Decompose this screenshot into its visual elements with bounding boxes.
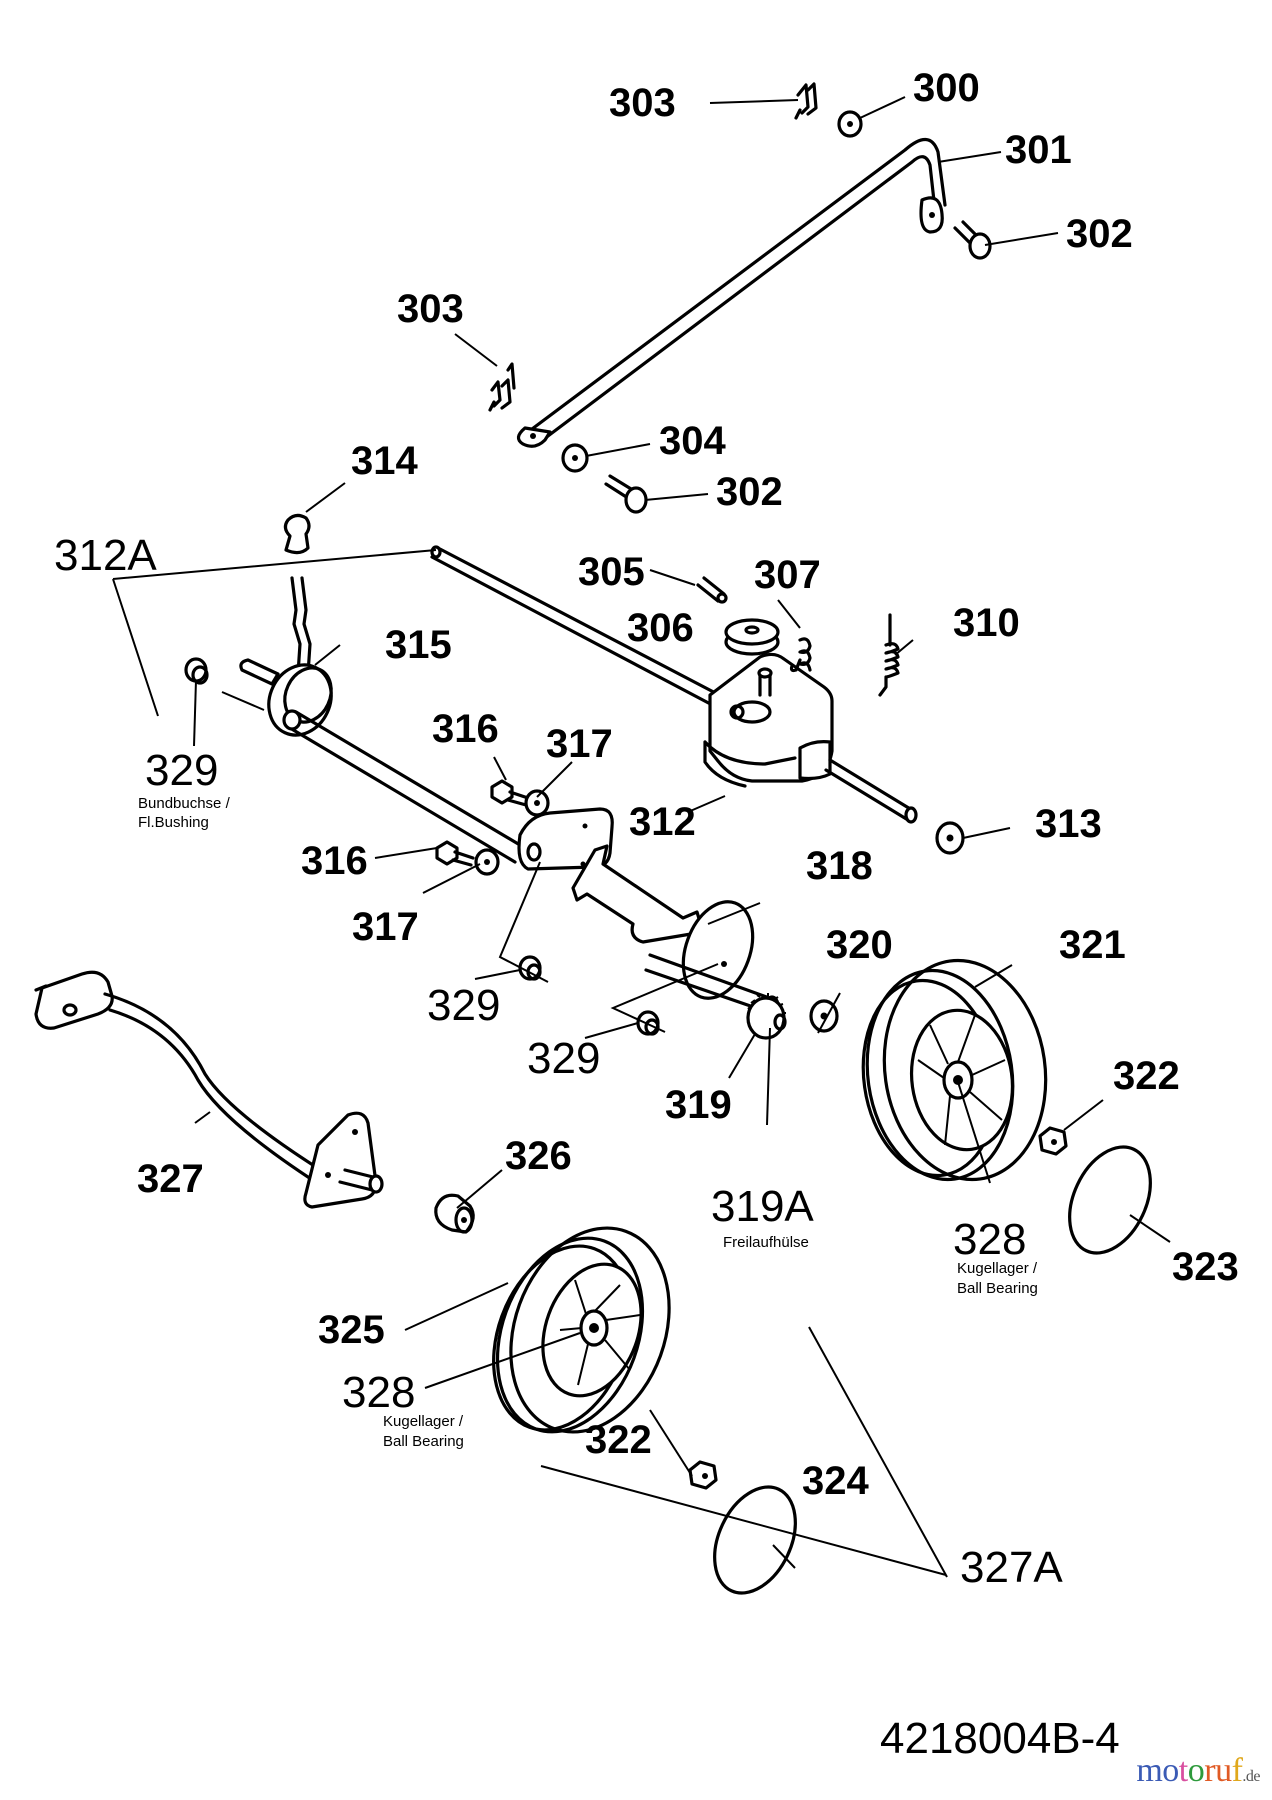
callout-328: 328 [953,1215,1026,1264]
spring-310 [878,613,900,697]
note-bearing-en-right: Ball Bearing [957,1280,1038,1297]
knob-314 [283,513,311,555]
callout-322: 322 [1113,1054,1180,1098]
callout-302: 302 [716,470,783,514]
watermark-letter: r [1204,1752,1216,1789]
callout-316: 316 [301,839,368,883]
bolt-316-lower [435,840,475,867]
bushing-329-lower [636,1010,660,1036]
callout-327: 327 [137,1157,204,1201]
callout-318: 318 [806,844,873,888]
callout-323: 323 [1172,1245,1239,1289]
watermark-letter: u [1215,1752,1232,1789]
main-axle [282,709,527,864]
washer-300 [837,110,863,138]
callout-326: 326 [505,1134,572,1178]
callout-324: 324 [802,1459,869,1503]
pulley-306 [724,618,780,656]
callout-319: 319 [665,1083,732,1127]
wheel-321 [861,958,1048,1182]
callout-319A: 319A [711,1182,814,1231]
nut-322-right [1038,1126,1068,1156]
watermark-letter: m [1136,1752,1163,1789]
hubcap-323 [1068,1145,1152,1255]
callout-304: 304 [659,419,726,463]
callout-315: 315 [385,623,452,667]
clip-303-lower [488,362,516,412]
note-freewheel: Freilaufhülse [723,1234,809,1251]
key-305 [696,576,728,604]
motoruf-watermark[interactable]: motoruf.de [1136,1752,1260,1790]
callout-329: 329 [427,981,500,1030]
callout-321: 321 [1059,923,1126,967]
axle-housing-318 [571,844,780,1017]
gear-319 [746,993,787,1040]
washer-317-upper [524,789,550,817]
washer-313 [935,821,965,855]
callout-301: 301 [1005,128,1072,172]
callout-312: 312 [629,800,696,844]
callout-307: 307 [754,553,821,597]
callout-312A: 312A [54,531,157,580]
spring-307 [789,637,812,673]
gearbox-312 [703,652,834,788]
callout-306: 306 [627,606,694,650]
callout-320: 320 [826,923,893,967]
callout-labels: 303 300 301 302 303 304 302 314 312A 305… [54,66,1239,1592]
lever-disc-315 [239,576,333,737]
callout-302: 302 [1066,212,1133,256]
callout-314: 314 [351,439,418,483]
callout-300: 300 [913,66,980,110]
callout-303: 303 [609,81,676,125]
callout-310: 310 [953,601,1020,645]
hubcap-324 [713,1485,797,1595]
frame-327 [34,970,384,1209]
note-bushing-de: Bundbuchse / [138,795,231,812]
document-number: 4218004B-4 [880,1714,1120,1763]
watermark-suffix: .de [1242,1768,1260,1785]
spacer-326 [434,1193,475,1234]
washer-317-lower [474,848,500,876]
washer-304 [561,443,589,473]
callout-316: 316 [432,707,499,751]
gearbox-output-shaft [824,758,918,824]
watermark-letter: o [1162,1752,1179,1789]
note-bearing-de-left: Kugellager / [383,1413,464,1430]
callout-322: 322 [585,1418,652,1462]
pin-302-upper [953,220,992,260]
note-bearing-en-left: Ball Bearing [383,1433,464,1450]
bushing-329-left [184,657,209,685]
watermark-letter: f [1231,1752,1243,1789]
pin-302-lower [604,474,648,514]
control-rod-301 [516,137,947,448]
callout-325: 325 [318,1308,385,1352]
watermark-letter: t [1178,1752,1188,1789]
callout-329: 329 [145,746,218,795]
wheel-325 [492,1226,671,1434]
nut-322-bottom [688,1460,718,1490]
callout-313: 313 [1035,802,1102,846]
callout-305: 305 [578,550,645,594]
callout-328: 328 [342,1368,415,1417]
note-bearing-de-right: Kugellager / [957,1260,1038,1277]
callout-317: 317 [352,905,419,949]
callout-329: 329 [527,1034,600,1083]
callout-327A: 327A [960,1543,1063,1592]
leader-lines [112,96,1171,1578]
callout-317: 317 [546,722,613,766]
watermark-letter: o [1187,1752,1205,1789]
callout-303: 303 [397,287,464,331]
bolt-316-upper [490,779,530,807]
clip-303-top [794,82,818,120]
note-bushing-en: Fl.Bushing [138,814,209,831]
